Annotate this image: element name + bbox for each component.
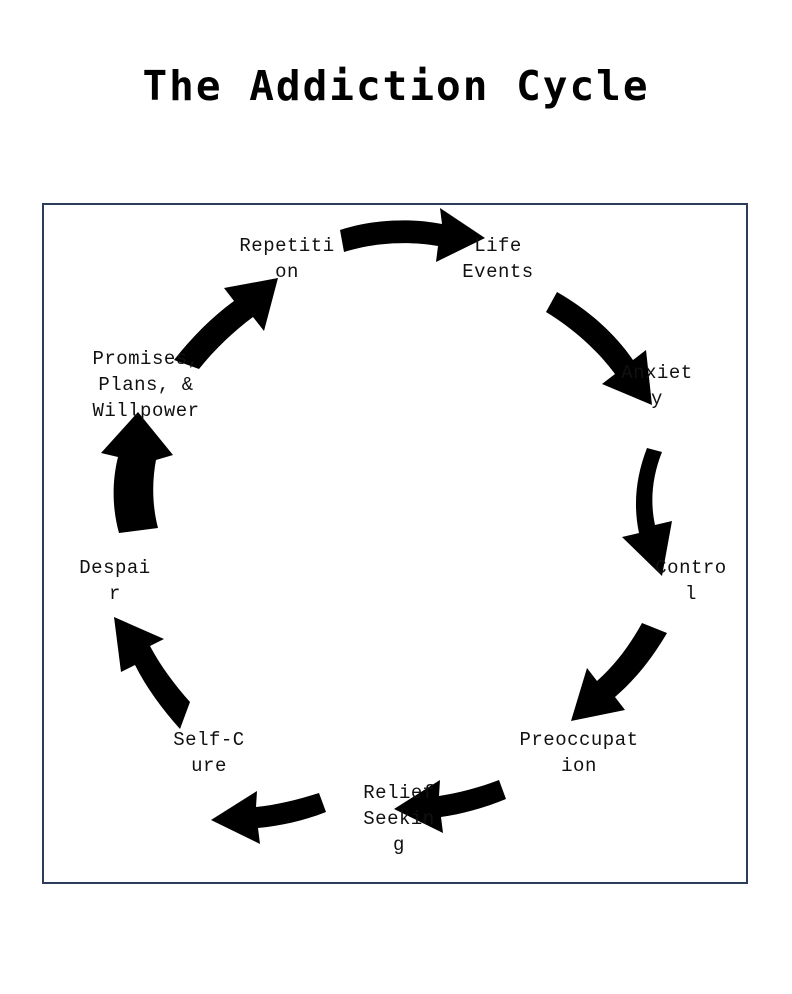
arrow-life-events-to-anxiety — [546, 292, 652, 405]
node-label-preoccupation: Preoccupat ion — [519, 729, 639, 777]
arrow-repetition-to-life-events — [340, 208, 485, 262]
node-label-repetition: Repetiti on — [239, 235, 335, 283]
node-label-relief-seeking: Relief Seekin g — [363, 782, 435, 856]
arrow-relief-seeking-to-self-cure — [211, 791, 326, 844]
diagram-frame: Repetiti on Life Events Anxiet y Contro … — [42, 203, 748, 884]
arrow-self-cure-to-despair — [114, 617, 190, 729]
node-label-anxiety: Anxiet y — [621, 362, 693, 410]
arrow-despair-to-promises — [101, 412, 173, 533]
arrow-control-to-preoccupation — [571, 623, 667, 721]
addiction-cycle-arrows — [101, 208, 672, 844]
arrow-preoccupation-to-relief-seeking — [394, 780, 506, 833]
node-label-despair: Despai r — [79, 557, 151, 605]
arrow-anxiety-to-control — [622, 448, 672, 576]
node-label-control: Contro l — [655, 557, 727, 605]
arrow-promises-to-repetition — [174, 278, 278, 369]
page-title: The Addiction Cycle — [142, 62, 650, 110]
node-label-self-cure: Self-C ure — [173, 729, 245, 777]
node-label-life-events: Life Events — [462, 235, 534, 283]
node-label-promises: Promises, Plans, & Willpower — [92, 348, 200, 422]
